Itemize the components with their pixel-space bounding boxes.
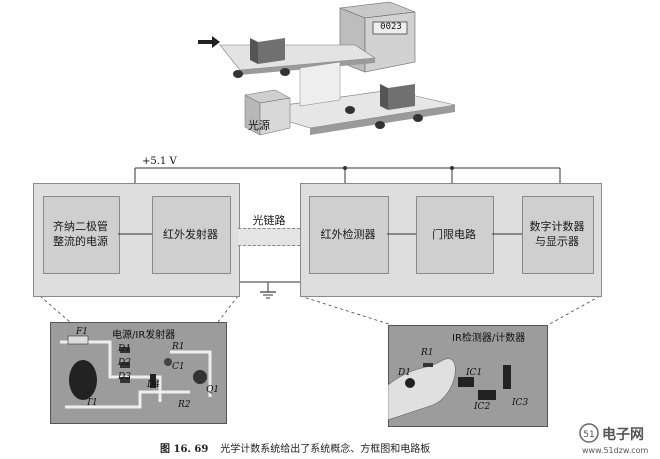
pcb-label-r1-right: R1 <box>421 348 434 358</box>
ir-transmitter-label: 红外发射器 <box>163 228 218 241</box>
pcb-transmitter-traces <box>60 335 212 409</box>
threshold-block <box>416 196 494 274</box>
svg-text:51: 51 <box>583 430 594 440</box>
watermark-site: 电子网 <box>602 427 644 443</box>
pcb-label-ic3: IC3 <box>512 398 529 408</box>
pcb-transmitter-title: 电源/IR发射器 <box>112 330 176 341</box>
watermark: 51 电子网 www.51dzw.com <box>578 420 658 458</box>
pcb-label-r2: R2 <box>178 400 191 410</box>
pcb-label-r1: R1 <box>172 342 185 352</box>
watermark-url: www.51dzw.com <box>582 446 649 455</box>
figure-caption-text: 光学计数系统给出了系统概念、方框图和电路板 <box>220 444 431 455</box>
counter-display-readout: 0023 <box>380 22 402 32</box>
watermark-logo-icon: 51 <box>579 423 599 443</box>
pcb-label-d4: D4 <box>147 380 160 390</box>
pcb-receiver-traces <box>388 358 511 421</box>
conveyor-illustration <box>198 1 456 136</box>
figure-number: 图 16. 69 <box>160 444 209 455</box>
pcb-label-d2: D2 <box>118 358 131 368</box>
power-supply-label: 齐纳二极管 整流的电源 <box>53 220 108 248</box>
pcb-label-d3: D3 <box>118 372 131 382</box>
power-supply-block <box>43 196 120 274</box>
figure-caption: 图 16. 69 光学计数系统给出了系统概念、方框图和电路板 <box>160 440 430 455</box>
ir-transmitter-block <box>152 196 231 274</box>
pcb-label-t1: T1 <box>86 398 98 408</box>
pcb-label-c1: C1 <box>172 362 185 372</box>
pcb-label-d1-right: D1 <box>398 368 411 378</box>
threshold-label: 门限电路 <box>432 228 476 241</box>
optical-link-channel <box>238 228 300 246</box>
pcb-label-f1: F1 <box>76 327 88 337</box>
counter-display-label: 数字计数器 与显示器 <box>529 220 585 248</box>
ir-detector-block <box>309 196 389 274</box>
pcb-label-ic2: IC2 <box>474 402 491 412</box>
pcb-receiver-title: IR检测器/计数器 <box>452 333 526 344</box>
pcb-label-ic1: IC1 <box>466 368 483 378</box>
optical-link-label: 光链路 <box>252 214 286 227</box>
pcb-label-q1: Q1 <box>206 385 220 395</box>
pcb-label-d1: D1 <box>118 344 131 354</box>
counter-display-block <box>522 196 594 274</box>
light-source-label: 光源 <box>248 119 270 132</box>
supply-voltage-label: +5.1 V <box>142 156 177 167</box>
ir-detector-label: 红外检测器 <box>320 228 376 241</box>
